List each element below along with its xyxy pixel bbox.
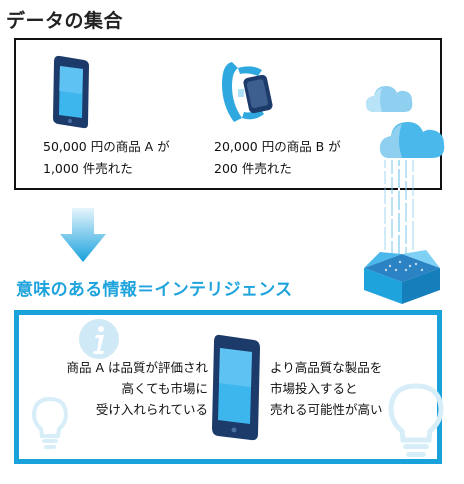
cloud-icon xyxy=(366,86,413,112)
smartphone-icon xyxy=(212,334,260,441)
data-stream-graphic xyxy=(384,160,414,260)
lightbulb-icon xyxy=(31,396,69,449)
lightbulb-icon xyxy=(388,383,444,457)
intel-right-line3: 売れる可能性が高い xyxy=(270,402,383,417)
intel-right-line2: 市場投入すると xyxy=(270,381,358,396)
data-collection-box xyxy=(14,38,442,190)
intel-left-line3: 受け入れられている xyxy=(95,402,208,417)
smartwatch-icon xyxy=(222,62,273,122)
item-a-line1: 50,000 円の商品 A が xyxy=(43,139,170,154)
intel-right-line1: より高品質な製品を xyxy=(270,360,383,375)
cloud-icon xyxy=(380,122,445,158)
item-b-line1: 20,000 円の商品 B が xyxy=(214,139,341,154)
down-arrow-icon xyxy=(60,208,106,262)
data-collection-title: データの集合 xyxy=(6,10,124,32)
smartphone-icon xyxy=(53,55,89,129)
intel-left-line2: 高くても市場に xyxy=(121,381,208,396)
data-box-icon xyxy=(364,250,440,304)
info-icon xyxy=(79,319,119,359)
intelligence-box xyxy=(14,310,442,464)
item-b-line2: 200 件売れた xyxy=(214,161,292,176)
intelligence-title: 意味のある情報＝インテリジェンス xyxy=(16,280,293,300)
item-a-line2: 1,000 件売れた xyxy=(43,161,133,176)
intel-left-line1: 商品 A は品質が評価され xyxy=(66,360,209,375)
